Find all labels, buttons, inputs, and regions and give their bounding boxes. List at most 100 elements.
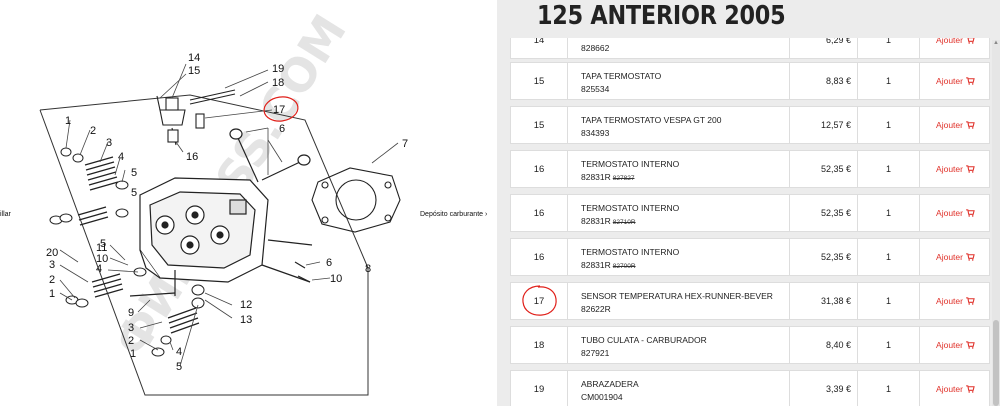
table-row: 15 TAPA TERMOSTATO VESPA GT 200 834393 1… — [510, 106, 990, 144]
callout-2b: 2 — [49, 274, 55, 286]
part-quantity[interactable]: 1 — [858, 63, 920, 99]
add-to-cart-button[interactable]: Ajouter — [920, 63, 990, 99]
cart-icon — [966, 341, 975, 349]
head-gasket — [311, 167, 401, 233]
part-number: 18 — [511, 327, 568, 363]
callout-15: 15 — [188, 65, 200, 77]
callout-10b: 10 — [330, 273, 342, 285]
part-price: 12,57 € — [790, 107, 858, 143]
prev-section-link[interactable]: illar — [0, 211, 11, 218]
callout-5d: 5 — [176, 361, 182, 373]
parts-panel: 125 ANTERIOR 2005 14 828662 6,29 € 1 Ajo… — [497, 0, 1000, 406]
part-ref: 825534 — [581, 84, 610, 94]
callout-4: 4 — [118, 151, 124, 163]
part-ref: 834393 — [581, 128, 610, 138]
part-ref: 828662 — [581, 43, 610, 53]
part-quantity[interactable]: 1 — [858, 283, 920, 319]
engine-head-diagram: ФИНКSSS.COM — [39, 5, 408, 396]
cart-icon — [966, 77, 975, 85]
scrollbar[interactable]: ▲ — [992, 40, 1000, 406]
part-info: TUBO CULATA - CARBURADOR 827921 — [568, 327, 790, 363]
callout-5c: 5 — [100, 238, 106, 250]
add-to-cart-button[interactable]: Ajouter — [920, 195, 990, 231]
part-name: TAPA TERMOSTATO — [581, 71, 662, 81]
part-number: 15 — [511, 63, 568, 99]
part-ref: 82622R — [581, 304, 611, 314]
part-number: 14 — [511, 38, 568, 58]
part-name: ABRAZADERA — [581, 379, 639, 389]
callout-20: 20 — [46, 247, 58, 259]
add-to-cart-button[interactable]: Ajouter — [920, 283, 990, 319]
cart-icon — [966, 121, 975, 129]
part-info: SENSOR TEMPERATURA HEX-RUNNER-BEVER 8262… — [568, 283, 790, 319]
part-quantity[interactable]: 1 — [858, 107, 920, 143]
callout-12: 12 — [240, 299, 252, 311]
part-name: TERMOSTATO INTERNO — [581, 247, 680, 257]
part-quantity[interactable]: 1 — [858, 327, 920, 363]
part-price: 52,35 € — [790, 239, 858, 275]
callout-6: 6 — [279, 123, 285, 135]
page-title: 125 ANTERIOR 2005 — [537, 1, 786, 31]
table-row: 14 828662 6,29 € 1 Ajouter — [510, 38, 990, 59]
part-quantity[interactable]: 1 — [858, 371, 920, 406]
part-info: ABRAZADERA CM001904 — [568, 371, 790, 406]
part-number: 16 — [511, 239, 568, 275]
part-ref: CM001904 — [581, 392, 623, 402]
annotation-circle-17 — [263, 96, 299, 122]
part-quantity[interactable]: 1 — [858, 195, 920, 231]
callout-2c: 2 — [128, 335, 134, 347]
cart-icon — [966, 209, 975, 217]
callout-3b: 3 — [49, 259, 55, 271]
part-quantity[interactable]: 1 — [858, 151, 920, 187]
part-price: 3,39 € — [790, 371, 858, 406]
assembly-outline — [39, 94, 369, 396]
callout-7: 7 — [402, 138, 408, 150]
callout-17: 17 — [273, 104, 285, 116]
callout-3: 3 — [106, 137, 112, 149]
callout-19: 19 — [272, 63, 284, 75]
leader-lines — [59, 63, 399, 367]
superseded-ref: 82710R — [612, 219, 636, 226]
valves — [129, 128, 313, 297]
part-number: 17 — [511, 283, 568, 319]
callout-13: 13 — [240, 314, 252, 326]
scrollbar-thumb[interactable] — [993, 320, 999, 406]
part-info: TAPA TERMOSTATO VESPA GT 200 834393 — [568, 107, 790, 143]
callout-4c: 4 — [176, 346, 182, 358]
part-name: SENSOR TEMPERATURA HEX-RUNNER-BEVER — [581, 291, 773, 301]
add-to-cart-button[interactable]: Ajouter — [920, 371, 990, 406]
callout-5b: 5 — [131, 187, 137, 199]
cart-icon — [967, 38, 975, 44]
callout-4b: 4 — [96, 263, 102, 275]
thermostat-housing — [156, 89, 236, 146]
add-to-cart-button[interactable]: Ajouter — [920, 239, 990, 275]
add-to-cart-button[interactable]: Ajouter — [920, 38, 990, 58]
studs — [174, 261, 311, 296]
cart-icon — [966, 297, 975, 305]
add-to-cart-button[interactable]: Ajouter — [920, 327, 990, 363]
callout-11: 11 — [96, 242, 107, 254]
callout-1: 1 — [65, 115, 71, 127]
add-to-cart-button[interactable]: Ajouter — [920, 151, 990, 187]
callout-1c: 1 — [130, 348, 136, 360]
cart-icon — [966, 385, 975, 393]
scroll-up-icon[interactable]: ▲ — [993, 40, 999, 46]
part-quantity[interactable]: 1 — [858, 239, 920, 275]
part-info: 828662 — [568, 38, 790, 58]
part-name: TERMOSTATO INTERNO — [581, 159, 680, 169]
part-number: 16 — [511, 195, 568, 231]
add-to-cart-button[interactable]: Ajouter — [920, 107, 990, 143]
part-price: 8,83 € — [790, 63, 858, 99]
part-quantity[interactable]: 1 — [858, 38, 920, 58]
callout-18: 18 — [272, 77, 284, 89]
callout-8: 8 — [365, 263, 371, 275]
table-row: 18 TUBO CULATA - CARBURADOR 827921 8,40 … — [510, 326, 990, 364]
table-row: 19 ABRAZADERA CM001904 3,39 € 1 Ajouter — [510, 370, 990, 406]
next-section-link[interactable]: Depósito carburante › — [420, 211, 488, 218]
